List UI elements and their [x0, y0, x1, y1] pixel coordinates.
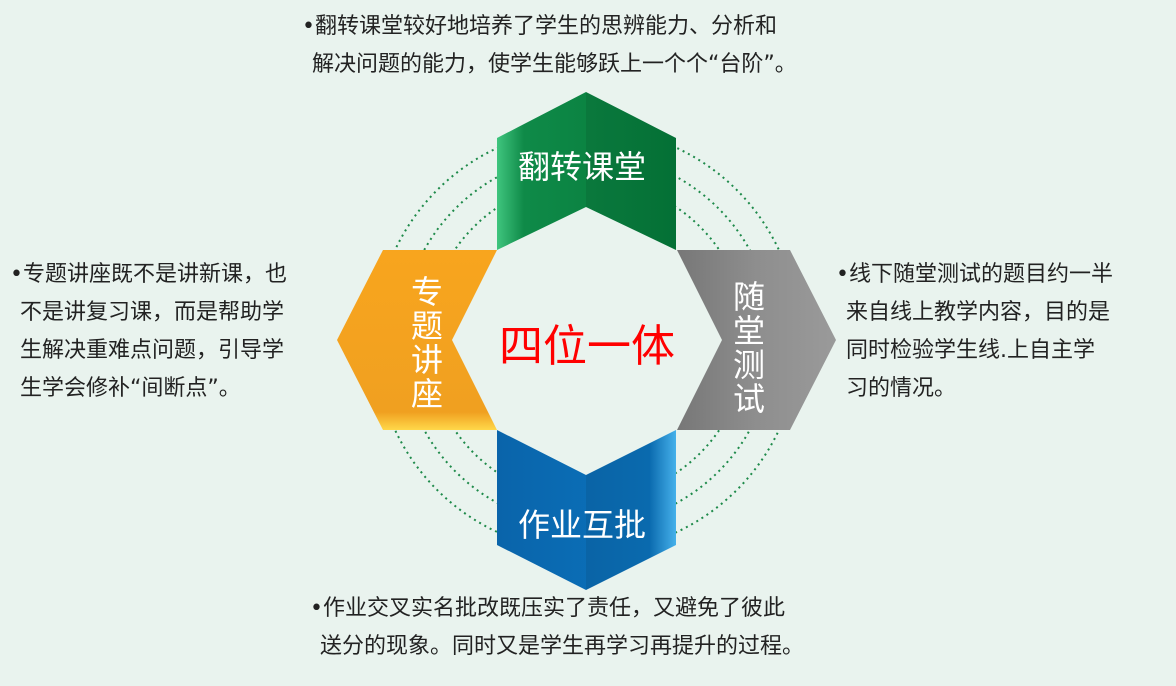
description-line: 生学会修补“间断点”。 — [20, 376, 241, 401]
segment-right-shape — [677, 250, 836, 430]
segment-top-shape — [497, 92, 676, 250]
center-title: 四位一体 — [499, 321, 675, 372]
description-line: 同时检验学生线.上自主学 — [846, 338, 1095, 363]
segment-left-label: 专题讲座 — [406, 275, 444, 411]
description-line: 来自线上教学内容，目的是 — [846, 300, 1111, 325]
description-bottom: •作业交叉实名批改既压实了责任，又避免了彼此 送分的现象。同时又是学生再学习再提… — [310, 590, 804, 666]
description-line: •线下随堂测试的题目约一半 — [836, 262, 1113, 287]
segment-right-label: 随堂测试 — [728, 280, 766, 416]
description-line: 解决问题的能力，使学生能够跃上一个个“台阶”。 — [312, 52, 797, 77]
segment-bottom-label: 作业互批 — [518, 506, 647, 544]
description-line: 送分的现象。同时又是学生再学习再提升的过程。 — [320, 634, 805, 659]
description-line: •专题讲座既不是讲新课，也 — [10, 262, 287, 287]
segment-bottom-shape — [497, 430, 676, 590]
description-top: •翻转课堂较好地培养了学生的思辨能力、分析和 解决问题的能力，使学生能够跃上一个… — [302, 8, 797, 84]
description-line: 生解决重难点问题，引导学 — [20, 338, 285, 363]
description-line: •作业交叉实名批改既压实了责任，又避免了彼此 — [310, 596, 785, 621]
description-line: •翻转课堂较好地培养了学生的思辨能力、分析和 — [302, 14, 777, 39]
segment-left-shape — [337, 250, 497, 430]
description-line: 习的情况。 — [846, 376, 957, 401]
description-line: 不是讲复习课，而是帮助学 — [20, 300, 285, 325]
description-left: •专题讲座既不是讲新课，也 不是讲复习课，而是帮助学 生解决重难点问题，引导学 … — [10, 256, 287, 408]
segment-top-label: 翻转课堂 — [518, 148, 647, 186]
description-right: •线下随堂测试的题目约一半 来自线上教学内容，目的是 同时检验学生线.上自主学 … — [836, 256, 1113, 408]
